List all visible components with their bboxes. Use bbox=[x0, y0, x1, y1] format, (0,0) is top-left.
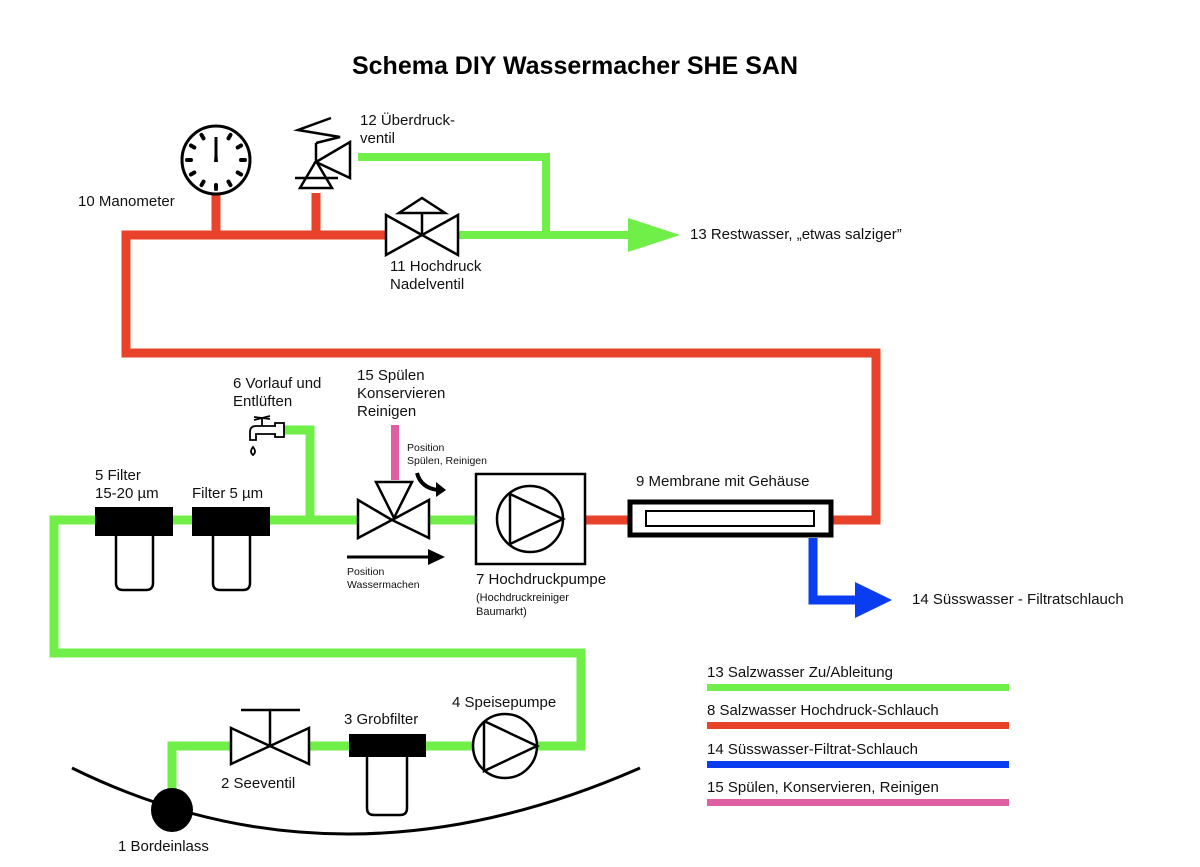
label-spuelen: 15 Spülen Konservieren Reinigen bbox=[357, 367, 446, 420]
label-position-spuelen: Position Spülen, Reinigen bbox=[407, 442, 487, 467]
gauge-tick bbox=[235, 170, 244, 177]
gauge-tick bbox=[226, 132, 233, 141]
gauge-tick bbox=[188, 170, 197, 177]
label-bordeinlass: 1 Bordeinlass bbox=[118, 838, 209, 855]
label-suesswasser: 14 Süsswasser - Filtratschlauch bbox=[912, 591, 1124, 608]
brine-outlet-pipe bbox=[358, 153, 630, 239]
boat-hull bbox=[71, 766, 641, 836]
label-speisepumpe: 4 Speisepumpe bbox=[452, 694, 557, 711]
label-vorlauf: 6 Vorlauf und Entlüften bbox=[233, 375, 322, 410]
label-ueberdruckventil: 12 Überdruck- ventil bbox=[360, 112, 456, 147]
label-seeventil: 2 Seeventil bbox=[221, 775, 296, 792]
needle-valve-symbol bbox=[384, 196, 460, 258]
three-way-valve-symbol bbox=[356, 480, 431, 541]
label-filter-5: Filter 5 µm bbox=[192, 485, 264, 502]
tap-faucet-icon bbox=[249, 415, 285, 457]
feed-pump-symbol bbox=[471, 712, 540, 780]
legend-item-spuelen: 15 Spülen, Konservieren, Reinigen bbox=[707, 779, 1009, 806]
legend-item-salzwasser: 13 Salzwasser Zu/Ableitung bbox=[707, 664, 1009, 691]
fresh-water-arrow bbox=[855, 582, 892, 618]
label-nadelventil: 11 Hochdruck Nadelventil bbox=[390, 258, 482, 293]
label-manometer: 10 Manometer bbox=[78, 193, 175, 210]
filter-15-20-symbol bbox=[95, 507, 173, 592]
diagram-title: Schema DIY Wassermacher SHE SAN bbox=[351, 52, 799, 80]
curved-arrow-rinse-position bbox=[415, 472, 446, 497]
arrow-watermaking-position bbox=[347, 549, 445, 565]
sea-valve-symbol bbox=[229, 708, 311, 766]
legend-label: 15 Spülen, Konservieren, Reinigen bbox=[707, 779, 939, 796]
label-grobfilter: 3 Grobfilter bbox=[344, 711, 419, 728]
membrane-housing-symbol bbox=[627, 499, 834, 538]
legend-item-suesswasser: 14 Süsswasser-Filtrat-Schlauch bbox=[707, 741, 1009, 768]
legend-label: 13 Salzwasser Zu/Ableitung bbox=[707, 664, 893, 681]
manometer-gauge-icon bbox=[180, 124, 252, 196]
brine-outlet-arrow bbox=[628, 218, 680, 252]
gauge-tick bbox=[199, 132, 206, 141]
legend-item-hochdruck: 8 Salzwasser Hochdruck-Schlauch bbox=[707, 702, 1009, 729]
hull-inlet-symbol bbox=[151, 788, 193, 832]
coarse-filter-symbol bbox=[349, 734, 426, 817]
pressure-relief-valve-symbol bbox=[293, 116, 352, 190]
label-restwasser: 13 Restwasser, „etwas salziger” bbox=[690, 226, 902, 243]
legend-swatch-blue bbox=[707, 761, 1009, 768]
gauge-tick bbox=[226, 179, 233, 188]
fresh-water-pipe bbox=[808, 538, 860, 605]
legend-label: 14 Süsswasser-Filtrat-Schlauch bbox=[707, 741, 918, 758]
filter-5-micron-symbol bbox=[192, 507, 270, 592]
label-hochdruckpumpe-note: (Hochdruckreiniger Baumarkt) bbox=[476, 592, 569, 618]
legend-swatch-red bbox=[707, 722, 1009, 729]
label-membrane: 9 Membrane mit Gehäuse bbox=[636, 473, 810, 490]
high-pressure-pipe bbox=[121, 193, 881, 525]
label-filter-15-20: 5 Filter 15-20 µm bbox=[95, 467, 159, 502]
legend-label: 8 Salzwasser Hochdruck-Schlauch bbox=[707, 702, 939, 719]
legend-swatch-green bbox=[707, 684, 1009, 691]
gauge-tick bbox=[235, 143, 244, 150]
gauge-tick bbox=[199, 179, 206, 188]
gauge-tick bbox=[188, 143, 197, 150]
high-pressure-pump-symbol bbox=[474, 472, 587, 566]
label-position-wassermachen: Position Wassermachen bbox=[347, 566, 420, 591]
label-hochdruckpumpe: 7 Hochdruckpumpe bbox=[476, 571, 607, 588]
legend-swatch-pink bbox=[707, 799, 1009, 806]
